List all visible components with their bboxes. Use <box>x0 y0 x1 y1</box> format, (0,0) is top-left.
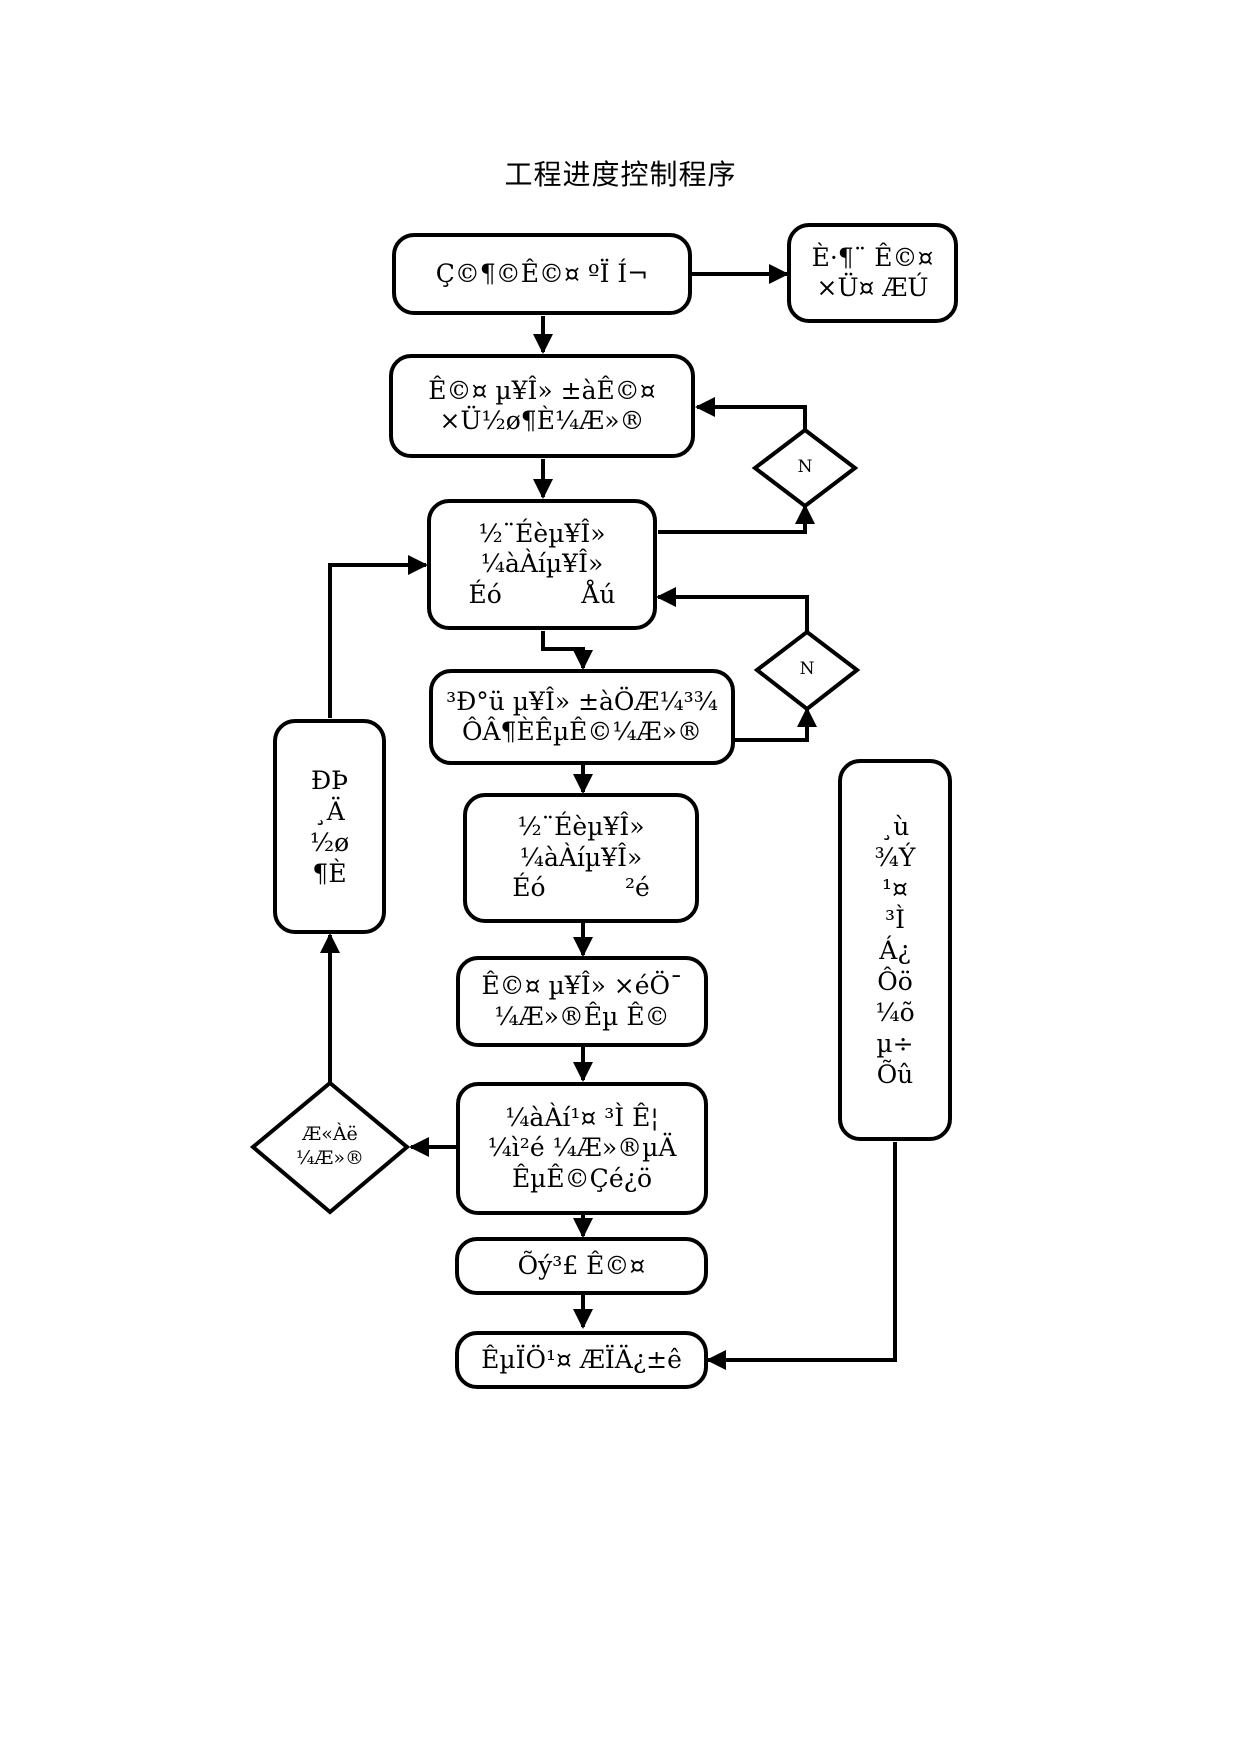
box-review-check: ½¨Éèµ¥Î» ¼àÀíµ¥Î» Éó ²é <box>463 793 699 923</box>
box-inspect-plan: ¼àÀí¹¤ ³Ì Ê¦ ¼ì²é ¼Æ»®µÄ ÊµÊ©Çé¿ö <box>456 1082 708 1215</box>
box-organize-implementation: Ê©¤ µ¥Î» ×éÖ¯ ¼Æ»®Êµ Ê© <box>456 956 708 1047</box>
box-sign-contract: Ç©¶©Ê©¤ ºÏ Í¬ <box>392 233 692 315</box>
deviation-diamond-label: Æ«Àë ¼Æ»® <box>295 1123 365 1169</box>
diamond-2-label: N <box>799 659 815 679</box>
arrow-monthly-plan-to-diamond-2 <box>735 707 817 742</box>
box-review-approve: ½¨Éèµ¥Î» ¼àÀíµ¥Î» Éó Åú <box>427 499 657 630</box>
arrow-diamond-1-to-master-plan <box>695 397 807 430</box>
arrow-review-to-monthly-plan <box>541 631 593 670</box>
decision-diamond-deviation <box>249 1080 411 1215</box>
box-monthly-plan: ³Ð°ü µ¥Î» ±àÖÆ¼³¾ ÔÂ¶ÈÊµÊ©¼Æ»® <box>429 669 735 765</box>
box-adjust-by-quantity: ¸ù ¾Ý ¹¤ ³Ì Á¿ Ôö ¼õ µ÷ Õû <box>838 759 952 1141</box>
box-achieve-goal: ÊµÏÖ¹¤ ÆÏÄ¿±ê <box>455 1331 708 1389</box>
arrow-adjust-to-goal <box>706 1142 897 1370</box>
page-title: 工程进度控制程序 <box>504 158 737 191</box>
diamond-1-label: N <box>797 457 813 477</box>
box-revise-schedule: ÐÞ ¸Ä ½ø ¶È <box>273 719 386 934</box>
arrow-diamond-2-to-review <box>656 587 809 632</box>
arrow-revise-to-review <box>328 555 428 718</box>
box-normal-construction: Õý³£ Ê©¤ <box>455 1237 708 1295</box>
arrow-review-to-diamond-1 <box>658 504 815 534</box>
decision-diamond-1 <box>751 427 859 509</box>
decision-diamond-2 <box>753 629 861 712</box>
box-set-duration: È·¶¨ Ê©¤ ×Ü¤ ÆÚ <box>787 223 958 323</box>
box-master-schedule: Ê©¤ µ¥Î» ±àÊ©¤ ×Ü½ø¶È¼Æ»® <box>389 354 695 458</box>
